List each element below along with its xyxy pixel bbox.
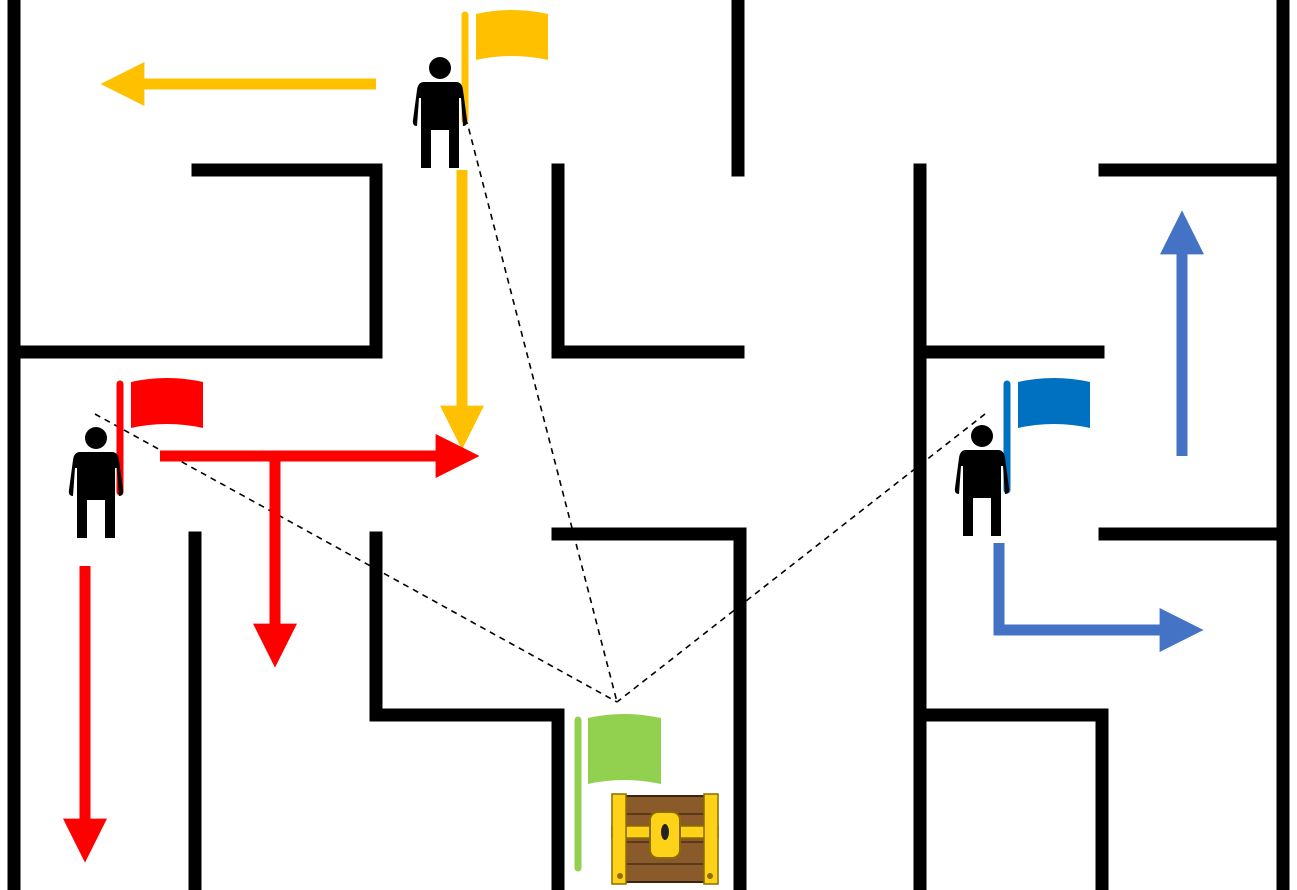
flag-blue xyxy=(1003,378,1090,494)
person-icon xyxy=(954,425,1010,536)
sight-line-red xyxy=(94,413,618,703)
arrow-right-blue xyxy=(993,543,1204,652)
maze-wall xyxy=(191,163,383,359)
maze-wall xyxy=(551,527,747,890)
agent-blue xyxy=(954,210,1204,652)
maze-walls xyxy=(7,0,1290,890)
goal xyxy=(574,714,719,885)
treasure-chest-icon xyxy=(611,793,719,885)
sight-lines xyxy=(94,117,986,703)
person-icon xyxy=(412,57,468,168)
flag-yellow xyxy=(461,10,548,124)
sight-line-yellow xyxy=(465,117,618,703)
agent-red xyxy=(63,378,480,863)
maze-wall xyxy=(551,163,745,359)
maze-wall xyxy=(369,531,565,890)
person-icon xyxy=(68,427,124,538)
flag-red xyxy=(116,378,203,496)
maze-wall xyxy=(913,708,1109,890)
agent-yellow xyxy=(100,10,548,450)
flag-green xyxy=(574,714,661,872)
sight-line-blue xyxy=(616,413,986,703)
